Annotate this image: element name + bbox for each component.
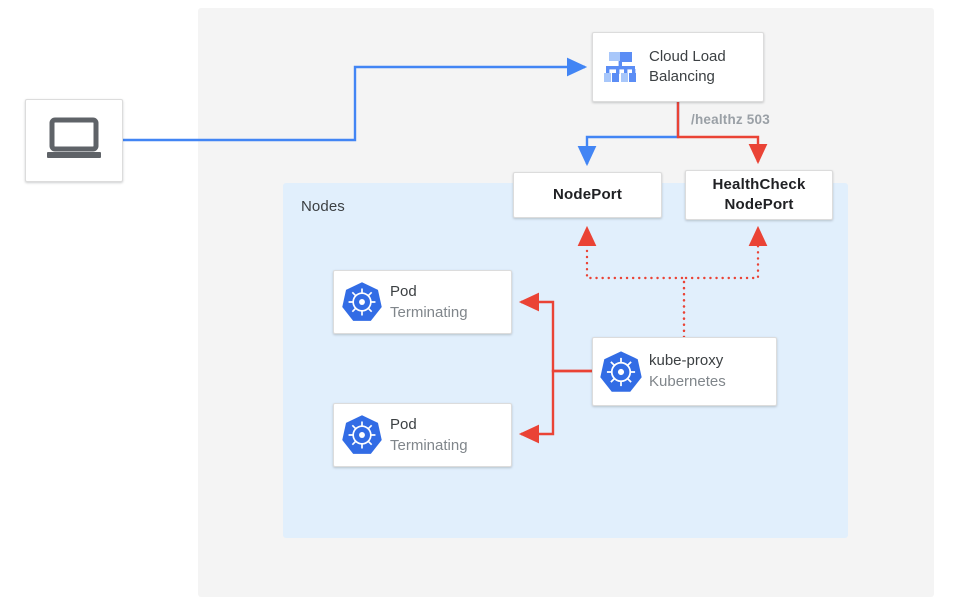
- pod-2-status: Terminating: [390, 436, 468, 454]
- kube-proxy-subtitle: Kubernetes: [649, 373, 726, 390]
- kubernetes-icon: [334, 414, 390, 456]
- pod-1-status: Terminating: [390, 303, 468, 321]
- pod-box-1: Pod Terminating: [333, 270, 512, 334]
- kube-proxy-labels: kube-proxy Kubernetes: [649, 351, 726, 392]
- healthz-edge-label: /healthz 503: [691, 112, 770, 127]
- nodeport-box: NodePort: [513, 172, 662, 218]
- laptop-icon: [43, 116, 105, 165]
- kube-proxy-title: kube-proxy: [649, 352, 724, 369]
- healthcheck-nodeport-labels: HealthCheck NodePort: [712, 175, 805, 215]
- healthcheck-nodeport-label-line1: HealthCheck: [712, 176, 806, 193]
- client-device-box: [25, 99, 123, 182]
- pod-2-labels: Pod Terminating: [390, 415, 468, 456]
- cloud-load-balancing-labels: Cloud Load Balancing: [649, 47, 726, 87]
- kubernetes-icon: [334, 281, 390, 323]
- clb-title-line1: Cloud Load: [649, 48, 726, 65]
- nodeport-label: NodePort: [552, 186, 623, 203]
- pod-2-title: Pod: [390, 415, 417, 433]
- healthcheck-nodeport-box: HealthCheck NodePort: [685, 170, 833, 220]
- cloud-load-balancing-box: Cloud Load Balancing: [592, 32, 764, 102]
- pod-1-labels: Pod Terminating: [390, 282, 468, 323]
- pod-1-title: Pod: [390, 282, 417, 300]
- kube-proxy-box: kube-proxy Kubernetes: [592, 337, 777, 406]
- kubernetes-icon: [593, 350, 649, 394]
- nodes-group-label: Nodes: [301, 198, 345, 215]
- pod-box-2: Pod Terminating: [333, 403, 512, 467]
- clb-title-line2: Balancing: [649, 68, 715, 85]
- healthcheck-nodeport-label-line2: NodePort: [724, 196, 794, 213]
- load-balancer-icon: [593, 51, 649, 83]
